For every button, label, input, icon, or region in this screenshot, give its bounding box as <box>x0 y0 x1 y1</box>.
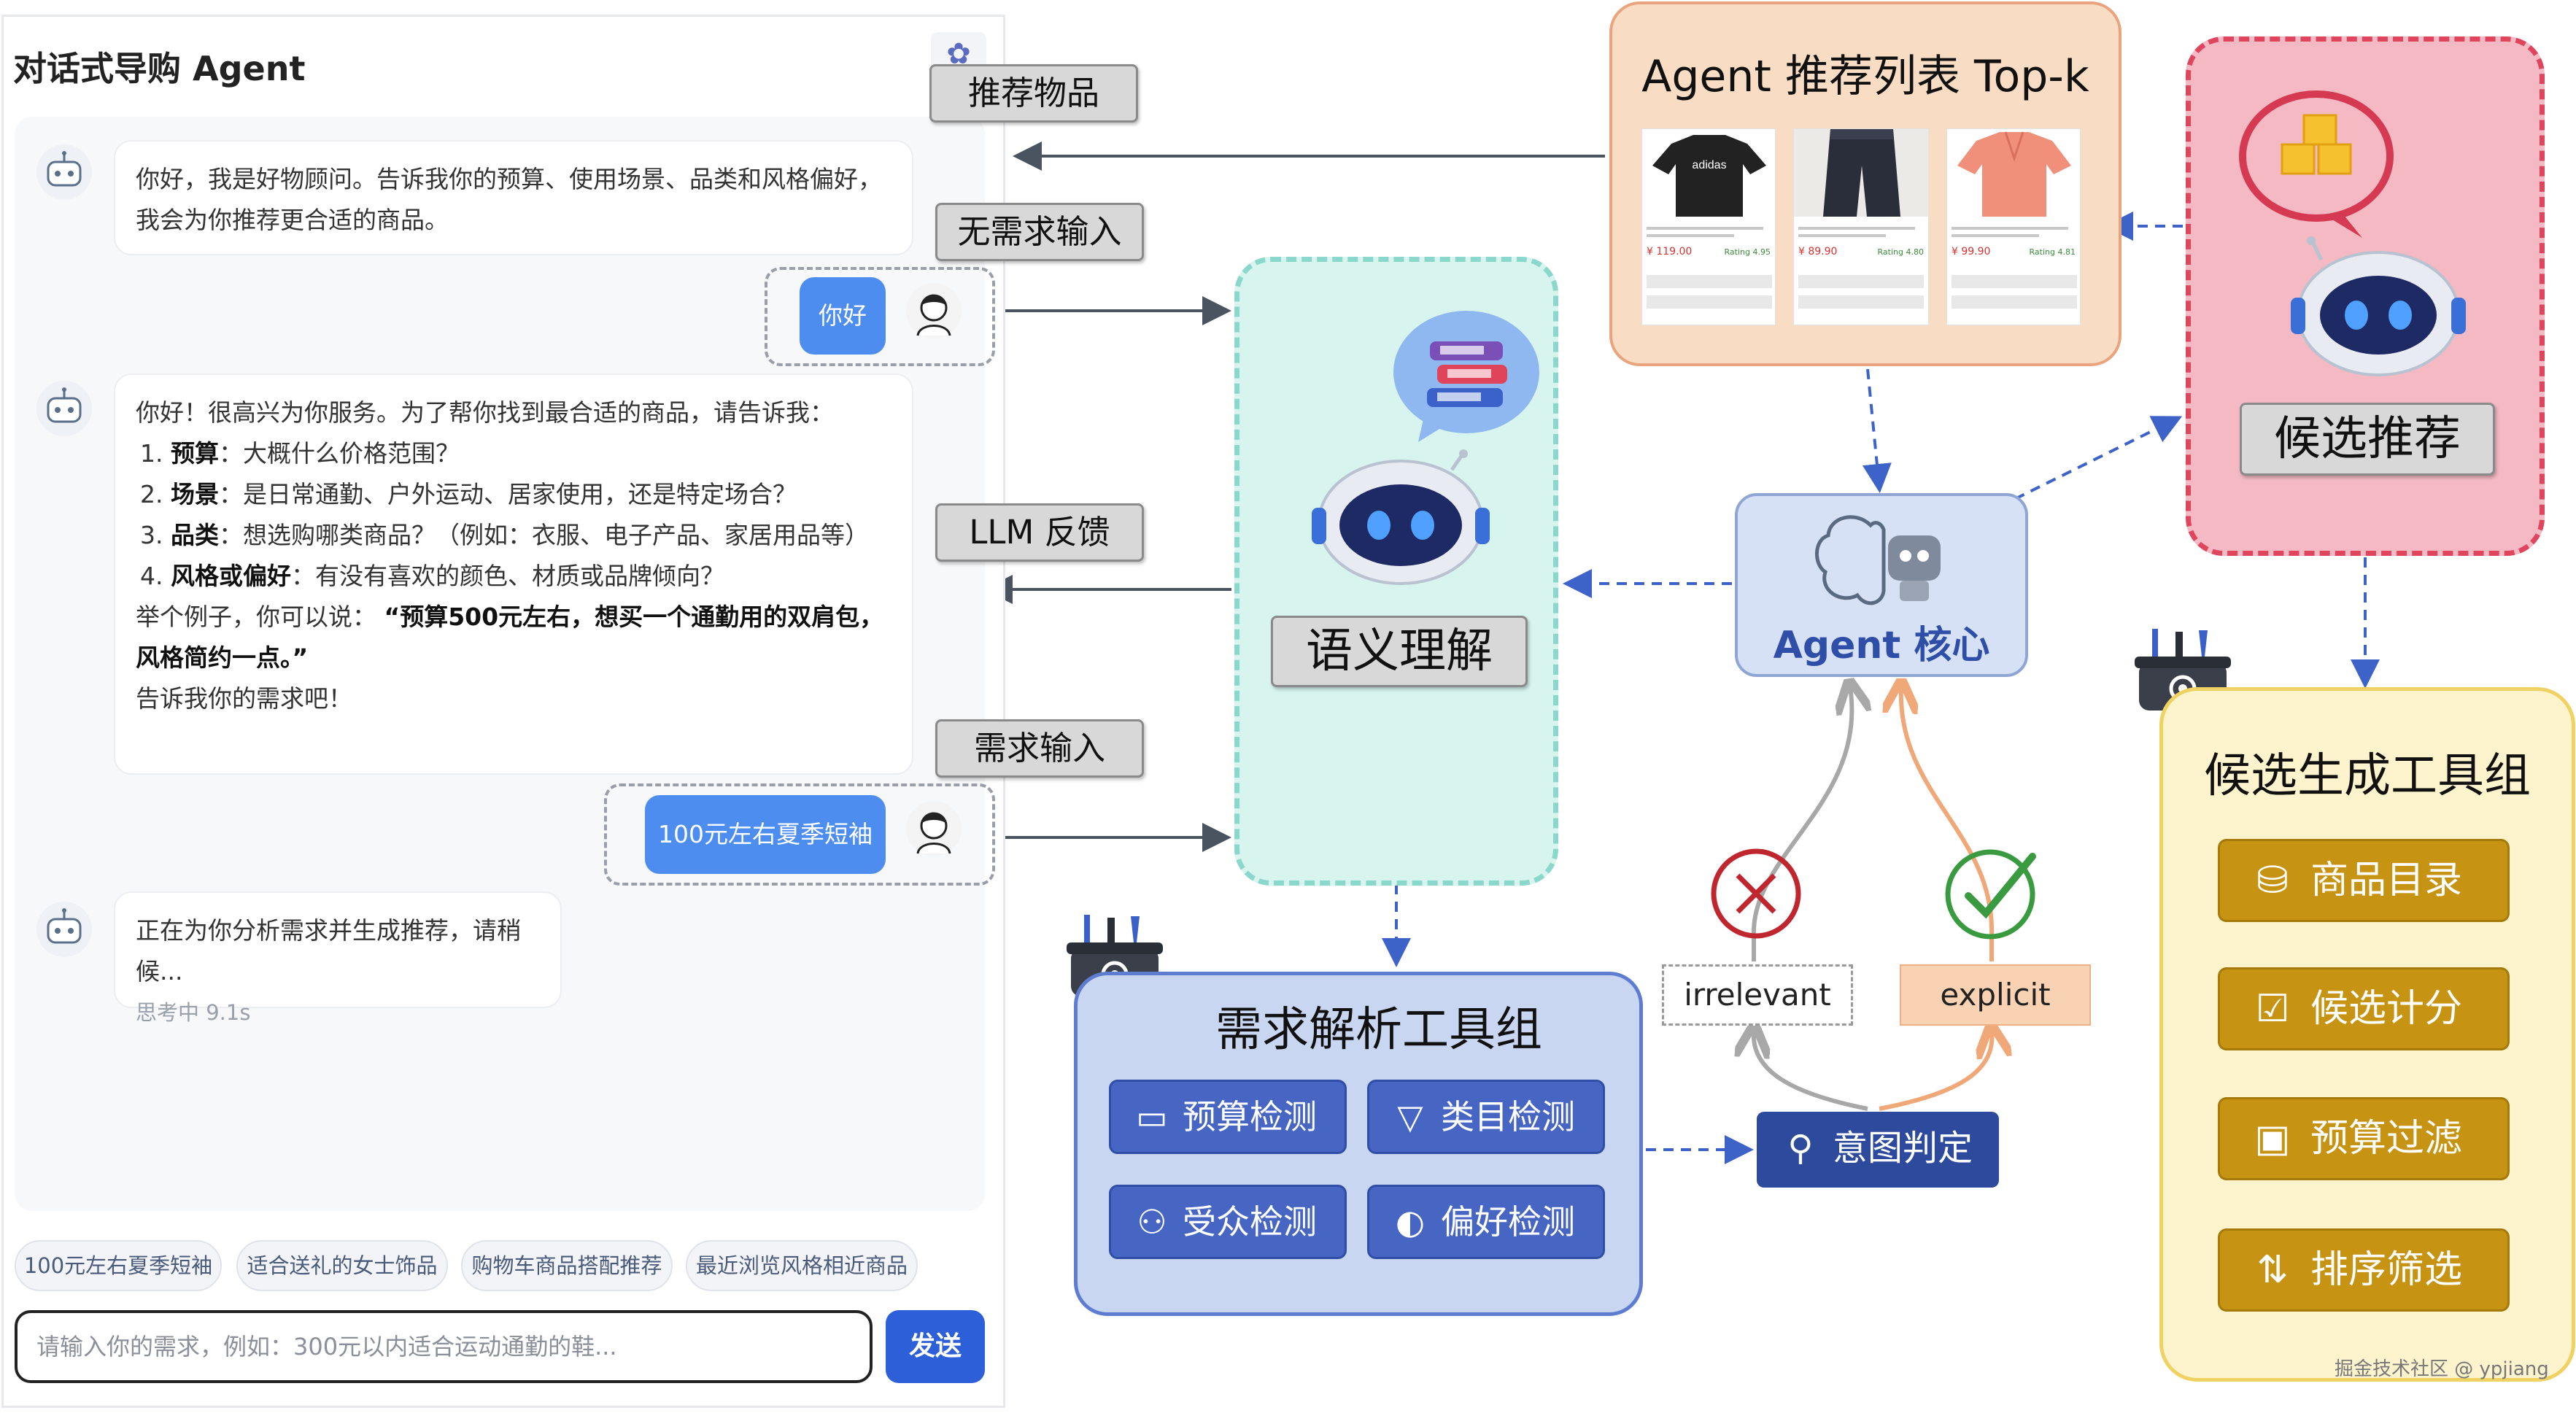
irrelevant-label: irrelevant <box>1662 964 1853 1026</box>
intent-judge-button[interactable]: ⚲意图判定 <box>1757 1112 1999 1188</box>
users-icon: ⚇ <box>1137 1202 1167 1242</box>
product-rating: Rating 4.95 <box>1724 247 1771 257</box>
user-avatar-icon <box>906 283 962 338</box>
question-item: 2. 场景：是日常通勤、户外运动、居家使用，还是特定场合？ <box>140 480 797 508</box>
semantic-label: 语义理解 <box>1271 616 1528 687</box>
product-card[interactable]: ¥ 99.90 Rating 4.81 <box>1946 128 2081 325</box>
audience-detect-button[interactable]: ⚇受众检测 <box>1109 1185 1347 1259</box>
curve-intent-to-irrelevant <box>1754 1031 1868 1111</box>
user-search-icon: ⚲ <box>1787 1128 1814 1169</box>
product-price: ¥ 119.00 <box>1647 246 1693 258</box>
user-message: 你好 <box>800 277 886 355</box>
cross-circle-icon <box>1711 848 1801 939</box>
candidate-score-button[interactable]: ☑候选计分 <box>2218 967 2510 1050</box>
agent-core-label: Agent 核心 <box>1773 624 1990 667</box>
tag-llm-feedback: LLM 反馈 <box>935 503 1144 562</box>
budget-icon: ▭ <box>1136 1097 1168 1137</box>
chat-input[interactable]: 请输入你的需求，例如：300元以内适合运动通勤的鞋... <box>15 1310 873 1383</box>
sort-icon: ⇅ <box>2256 1248 2289 1292</box>
tag-need-input: 需求输入 <box>935 719 1144 778</box>
boxes-bubble-icon <box>2239 90 2394 238</box>
budget-detect-button[interactable]: ▭预算检测 <box>1109 1080 1347 1154</box>
arrow-rec-to-core <box>1862 368 1892 493</box>
bot-avatar-icon <box>36 144 92 200</box>
question-item: 4. 风格或偏好：有没有喜欢的颜色、材质或品牌倾向？ <box>140 562 724 590</box>
question-list: 1. 预算：大概什么价格范围？ 2. 场景：是日常通勤、户外运动、居家使用，还是… <box>136 433 891 597</box>
bot-message-questions: 你好！很高兴为你服务。为了帮你找到最合适的商品，请告诉我： 1. 预算：大概什么… <box>114 373 913 775</box>
thinking-text: 正在为你分析需求并生成推荐，请稍候... <box>136 916 521 986</box>
user-avatar-icon <box>906 801 962 856</box>
arrow-core-to-candidate <box>2014 416 2183 500</box>
questions-intro: 你好！很高兴为你服务。为了帮你找到最合适的商品，请告诉我： <box>136 398 834 427</box>
user-message: 100元左右夏季短袖 <box>645 795 886 874</box>
product-price: ¥ 89.90 <box>1798 246 1838 258</box>
parse-tools-title: 需求解析工具组 <box>1215 1003 1542 1057</box>
candidate-label: 候选推荐 <box>2240 403 2495 476</box>
product-price: ¥ 99.90 <box>1952 246 1991 258</box>
user-message-frame <box>765 267 995 366</box>
thinking-timer: 思考中 9.1s <box>136 1000 251 1025</box>
robot-icon <box>2291 236 2466 376</box>
preference-detect-button[interactable]: ◐偏好检测 <box>1367 1185 1605 1259</box>
bot-message-thinking: 正在为你分析需求并生成推荐，请稍候... 思考中 9.1s <box>114 891 562 1025</box>
suggestion-chip[interactable]: 最近浏览风格相近商品 <box>686 1240 918 1291</box>
bot-avatar-icon <box>36 381 92 436</box>
suggestion-chip[interactable]: 100元左右夏季短袖 <box>15 1240 222 1291</box>
category-detect-button[interactable]: ▽类目检测 <box>1367 1080 1605 1154</box>
filter-icon: ▽ <box>1397 1097 1423 1137</box>
tag-recommend-items: 推荐物品 <box>929 64 1138 123</box>
tag-no-need-input: 无需求输入 <box>935 203 1144 261</box>
palette-icon: ◐ <box>1395 1202 1426 1242</box>
explicit-label: explicit <box>1900 964 2091 1026</box>
suggestion-chip[interactable]: 适合送礼的女士饰品 <box>236 1240 448 1291</box>
books-bubble-icon <box>1393 311 1539 442</box>
check-circle-icon <box>1945 849 2036 940</box>
question-item: 3. 品类：想选购哪类商品？（例如：衣服、电子产品、家居用品等） <box>140 521 869 549</box>
product-card[interactable]: ¥ 89.90 Rating 4.80 <box>1793 128 1929 325</box>
rec-list-title: Agent 推荐列表 Top-k <box>1641 51 2089 102</box>
product-card[interactable]: adidas ¥ 119.00 Rating 4.95 <box>1641 128 1776 325</box>
example-text: 举个例子，你可以说： “预算500元左右，想买一个通勤用的双肩包，风格简约一点。… <box>136 603 884 672</box>
product-image <box>1794 129 1928 217</box>
robot-icon <box>1312 449 1490 585</box>
brain-robot-icon <box>1815 515 1941 605</box>
watermark: 掘金技术社区 @ ypjiang <box>2335 1358 2549 1380</box>
questions-outro: 告诉我你的需求吧！ <box>136 684 352 713</box>
price-tag-icon: ▣ <box>2254 1117 2291 1161</box>
curve-intent-to-explicit <box>1879 1031 1992 1111</box>
product-image <box>1947 129 2080 217</box>
bot-avatar-icon <box>36 902 92 957</box>
product-rating: Rating 4.80 <box>1877 247 1924 257</box>
bot-message: 你好，我是好物顾问。告诉我你的预算、使用场景、品类和风格偏好，我会为你推荐更合适… <box>114 140 913 255</box>
budget-filter-button[interactable]: ▣预算过滤 <box>2218 1097 2510 1180</box>
user-message-frame <box>604 783 995 886</box>
product-image: adidas <box>1642 129 1775 217</box>
question-item: 1. 预算：大概什么价格范围？ <box>140 439 460 468</box>
sort-filter-button[interactable]: ⇅排序筛选 <box>2218 1228 2510 1312</box>
catalog-button[interactable]: ⛁商品目录 <box>2218 839 2510 922</box>
send-button[interactable]: 发送 <box>886 1310 985 1383</box>
product-rating: Rating 4.81 <box>2029 247 2076 257</box>
svg-text:adidas: adidas <box>1692 159 1726 171</box>
clipboard-check-icon: ☑ <box>2255 987 2290 1031</box>
database-icon: ⛁ <box>2256 859 2289 902</box>
suggestion-chip[interactable]: 购物车商品搭配推荐 <box>461 1240 673 1291</box>
candidate-tools-title: 候选生成工具组 <box>2204 749 2531 803</box>
chat-title: 对话式导购 Agent <box>13 49 306 88</box>
